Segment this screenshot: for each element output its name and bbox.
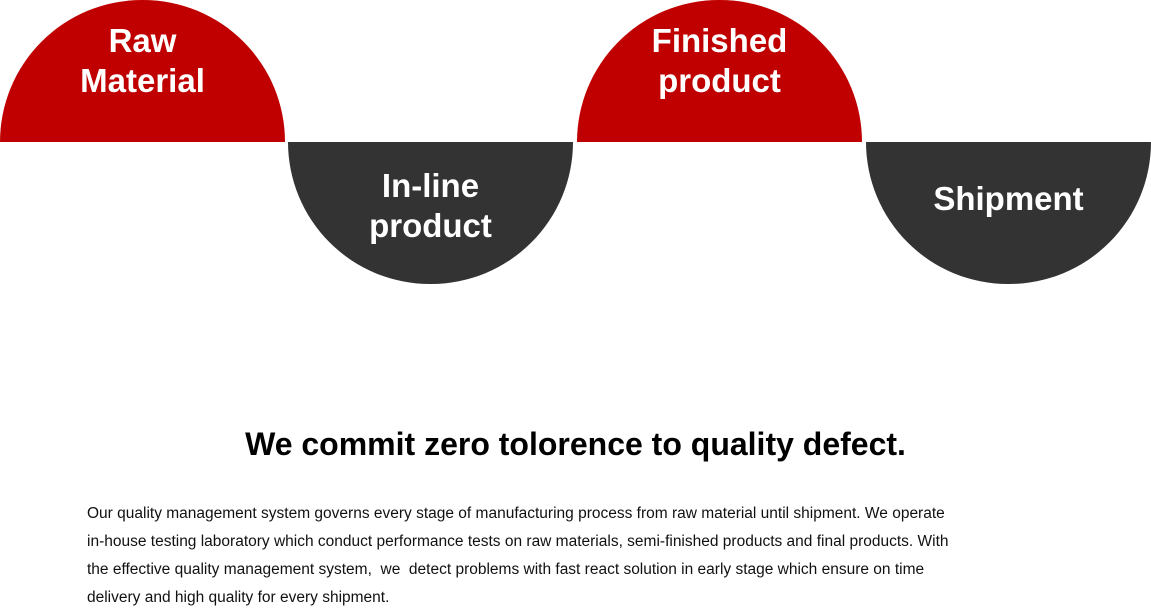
stage-label: Shipment [933,180,1084,217]
description-paragraph: Our quality management system governs ev… [87,500,1087,612]
page-heading: We commit zero tolorence to quality defe… [245,426,906,462]
stage-shipment: Shipment [866,142,1151,284]
paragraph-line: Our quality management system governs ev… [87,505,945,522]
paragraph-line: the effective quality management system,… [87,561,925,578]
paragraph-line: delivery and high quality for every ship… [87,589,390,606]
paragraph-line: in-house testing laboratory which conduc… [87,533,949,550]
